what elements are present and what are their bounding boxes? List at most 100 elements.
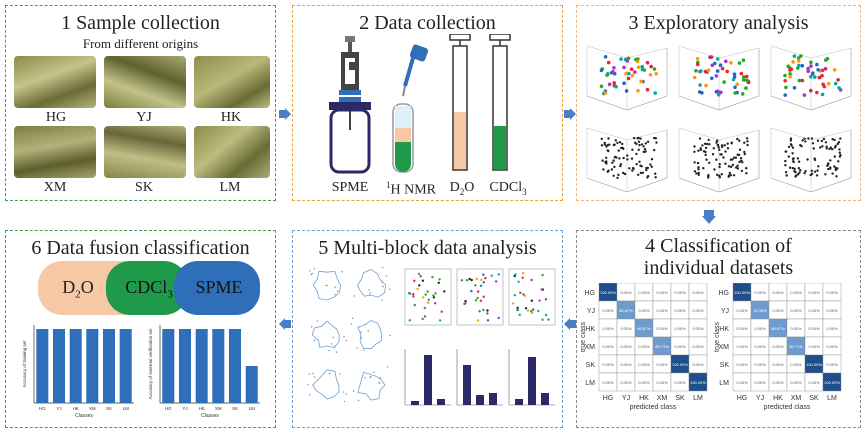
scatter-point [713, 168, 716, 171]
scatter-point [418, 284, 421, 287]
scatter-point [468, 277, 471, 281]
scatter-point [389, 334, 391, 337]
scatter-point [696, 62, 700, 67]
cell-value: 0.00% [772, 380, 784, 385]
scatter-point [607, 137, 610, 140]
nmr-tube-icon [392, 44, 429, 173]
col-label: SK [809, 395, 819, 402]
cell-value: 0.00% [790, 326, 802, 331]
scatter-point [518, 313, 521, 316]
scatter-point [622, 147, 625, 150]
scatter-point [710, 63, 715, 68]
scatter-point [806, 69, 810, 74]
scatter-point [790, 144, 793, 147]
scatter-point [825, 145, 828, 148]
scatter-point [726, 142, 729, 145]
scatter-point [735, 82, 740, 87]
scatter-point [622, 65, 626, 70]
scatter-point [624, 89, 629, 93]
scatter-plot-3d [770, 45, 852, 111]
scatter-point [641, 171, 644, 174]
scatter-point [648, 73, 653, 77]
scatter-point [795, 174, 798, 177]
scatter-point [479, 284, 483, 287]
scatter-point [613, 165, 616, 169]
scatter-point [611, 161, 614, 164]
scatter-point [381, 299, 383, 301]
origin-label: LM [219, 180, 241, 195]
scatter-point [792, 54, 797, 58]
cell-value: 0.00% [808, 380, 820, 385]
scatter-point [413, 279, 416, 282]
scatter-point [622, 81, 626, 85]
row-label: YJ [587, 308, 595, 315]
scatter-point [812, 147, 815, 150]
scatter-point [470, 289, 473, 293]
scatter-point [423, 306, 426, 310]
scatter-point [369, 292, 371, 294]
panel-title: 2 Data collection [359, 12, 496, 34]
panel-subtitle: From different origins [82, 36, 199, 51]
scatter-point [612, 174, 615, 177]
scatter-point [809, 88, 813, 93]
scatter-point [638, 143, 641, 147]
scatter-point [800, 78, 805, 83]
cell-value: 0.00% [692, 326, 704, 331]
scatter-point [388, 288, 391, 290]
scatter-point [703, 69, 708, 74]
spme-icon [329, 36, 371, 174]
scatter-point [702, 150, 706, 153]
scatter-point [813, 75, 817, 79]
scatter-point [356, 347, 358, 349]
scatter-point [793, 167, 796, 170]
axis-frame [770, 45, 812, 110]
scatter-point [809, 60, 813, 65]
scatter-point [803, 172, 806, 175]
scatter-point [729, 60, 733, 65]
scatter-point [654, 72, 658, 76]
scatter-point [602, 168, 605, 171]
y-axis-label: Accuracy of training set [22, 340, 27, 388]
axis-frame [770, 130, 852, 193]
scatter-point [364, 377, 366, 379]
scatter-point [833, 165, 836, 168]
axis-frame [678, 45, 720, 110]
scatter-point [794, 171, 797, 174]
scatter-point [599, 68, 604, 73]
scatter-point [513, 274, 516, 278]
scatter-point [733, 91, 737, 95]
scatter-point [822, 84, 826, 89]
scatter-point [783, 93, 787, 97]
scatter-point [655, 141, 658, 144]
scatter-point [720, 144, 724, 147]
cell-value: 0.00% [808, 290, 820, 295]
scatter-point [704, 83, 708, 88]
confusion-matrix: HGHG100.00%0.00%0.00%0.00%0.00%0.00%YJYJ… [581, 283, 708, 411]
panel-classification-individual: 4 Classification of individual datasets … [576, 230, 861, 428]
cell-value: 0.00% [808, 344, 820, 349]
axis-frame [626, 47, 668, 59]
scatter-point [633, 70, 637, 74]
scatter-point [605, 162, 608, 165]
scatter-plot-3d [770, 127, 852, 193]
scatter-frame [404, 268, 452, 326]
tea-leaf-image-sk [104, 126, 186, 178]
scatter-plot-3d [678, 127, 760, 193]
scatter-point [334, 286, 336, 288]
confusion-matrices: HGHG100.00%0.00%0.00%0.00%0.00%0.00%YJYJ… [581, 283, 842, 411]
bar [515, 399, 523, 405]
scatter-point [612, 66, 616, 70]
scatter-point [482, 295, 485, 298]
scatter-point [617, 149, 620, 152]
scatter-point [606, 60, 611, 65]
scatter-point [613, 156, 617, 159]
scatter-point [784, 150, 788, 153]
arrow-left-icon [279, 318, 291, 330]
col-label: YJ [756, 395, 764, 402]
panel-title: 3 Exploratory analysis [628, 12, 809, 34]
scatter-point [642, 150, 645, 154]
scatter-point [416, 287, 419, 291]
bar [119, 329, 132, 403]
scatter-point [486, 312, 489, 315]
